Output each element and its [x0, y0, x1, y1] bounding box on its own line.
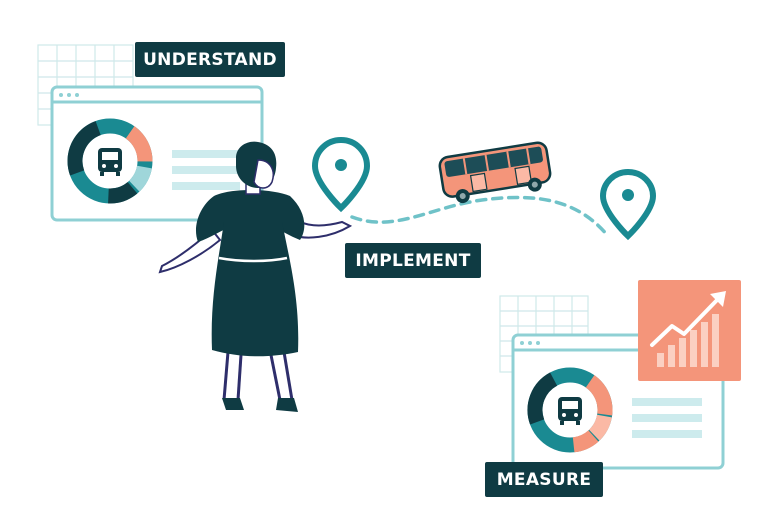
donut-chart-icon	[527, 367, 613, 453]
map-pin-icon	[599, 168, 657, 241]
route-path	[350, 195, 610, 238]
bus-icon	[558, 397, 582, 425]
map-pin-icon	[311, 136, 371, 213]
donut-chart-icon	[67, 118, 153, 204]
measure-label: MEASURE	[485, 462, 603, 497]
understand-label: UNDERSTAND	[135, 42, 285, 77]
person-illustration	[158, 141, 353, 412]
bus-icon	[98, 148, 122, 176]
trend-chart-icon	[638, 280, 741, 381]
implement-label: IMPLEMENT	[345, 243, 481, 278]
bus-illustration	[438, 141, 552, 204]
